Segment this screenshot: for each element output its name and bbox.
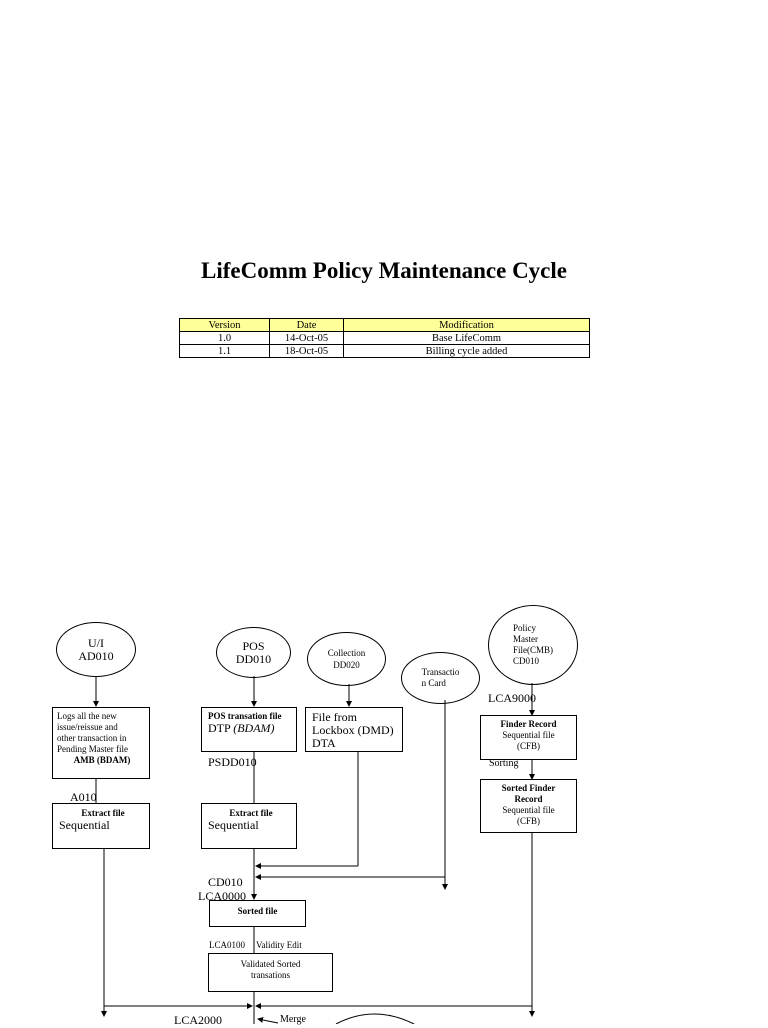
pos-oval: POS DD010 <box>216 627 291 678</box>
box-line: Validated Sorted <box>240 959 301 969</box>
oval-label: U/I <box>88 635 104 650</box>
oval-label: File(CMB) <box>512 645 553 655</box>
oval-label: DD010 <box>235 651 272 666</box>
lca0100-label: LCA0100 <box>209 940 245 950</box>
box-line: Sequential <box>208 818 259 832</box>
table-row: 1.1 18-Oct-05 Billing cycle added <box>179 344 590 358</box>
lca9000-label: LCA9000 <box>488 691 536 705</box>
lockbox-file-box: File from Lockbox (DMD) DTA <box>305 707 403 752</box>
box-line: Extract file <box>229 808 273 818</box>
box-line: Sequential file <box>502 730 555 740</box>
box-line: Logs all the new <box>57 711 117 721</box>
box-line: Extract file <box>81 808 125 818</box>
merge-label: Merge <box>280 1014 306 1025</box>
box-line: Sequential <box>59 818 110 832</box>
box-line: other transaction in <box>57 733 127 743</box>
collection-oval: Collection DD020 <box>307 632 386 686</box>
oval-label: n Card <box>421 678 446 688</box>
box-line: Sorted file <box>237 906 278 916</box>
cd010-label: CD010 <box>208 875 243 889</box>
box-line: Pending Master file <box>57 744 128 754</box>
sorted-file-box: Sorted file <box>209 900 306 927</box>
box-line: DTA <box>312 736 336 750</box>
policy-master-oval: Policy Master File(CMB) CD010 <box>488 605 578 685</box>
column-header-date: Date <box>269 318 344 332</box>
validated-sorted-box: Validated Sorted transations <box>208 953 333 992</box>
oval-label: Master <box>512 634 538 644</box>
oval-label: POS <box>242 638 265 653</box>
lca2000-label: LCA2000 <box>174 1013 222 1027</box>
transaction-card-oval: Transactio n Card <box>401 652 480 704</box>
box-line: POS transation file <box>208 711 282 721</box>
sorted-finder-record-box: Sorted Finder Record Sequential file (CF… <box>480 779 577 833</box>
sorting-label: Sorting <box>489 758 519 769</box>
table-cell: 18-Oct-05 <box>269 344 344 358</box>
pos-transaction-file-box: POS transation file DTP (BDAM) <box>201 707 297 752</box>
table-cell: Billing cycle added <box>343 344 590 358</box>
box-line: transations <box>251 970 290 980</box>
box-line: Lockbox (DMD) <box>312 723 394 737</box>
lca0000-label: LCA0000 <box>198 889 246 903</box>
box-line: Record <box>514 794 543 804</box>
oval-label: CD010 <box>512 656 539 666</box>
a010-label: A010 <box>70 790 97 804</box>
box-line: (CFB) <box>516 741 540 751</box>
revision-table-header: Version Date Modification <box>179 318 590 332</box>
psdd010-label: PSDD010 <box>208 755 257 769</box>
oval-label: Policy <box>512 623 536 633</box>
box-line: issue/reissue and <box>57 722 118 732</box>
extract-file-box-mid: Extract file Sequential <box>201 803 297 849</box>
logs-box: Logs all the new issue/reissue and other… <box>52 707 150 779</box>
box-line: (BDAM) <box>233 721 275 735</box>
box-line: File from <box>312 710 357 724</box>
ui-oval: U/I AD010 <box>56 622 136 677</box>
table-row: 1.0 14-Oct-05 Base LifeComm <box>179 331 590 345</box>
revision-table: Version Date Modification 1.0 14-Oct-05 … <box>179 318 590 358</box>
validity-edit-label: Validity Edit <box>256 940 302 950</box>
box-line: Sequential file <box>502 805 555 815</box>
oval-label: DD020 <box>333 660 360 670</box>
finder-record-box: Finder Record Sequential file (CFB) <box>480 715 577 760</box>
oval-label: Transactio <box>421 667 460 677</box>
document-title: LifeComm Policy Maintenance Cycle <box>201 258 567 283</box>
extract-file-box-left: Extract file Sequential <box>52 803 150 849</box>
column-header-modification: Modification <box>343 318 590 332</box>
box-line: DTP <box>208 721 234 735</box>
oval-label: AD010 <box>78 648 114 663</box>
box-line: (CFB) <box>516 816 540 826</box>
box-line: AMB (BDAM) <box>73 755 131 765</box>
box-line: Finder Record <box>500 719 557 729</box>
oval-label: Collection <box>327 648 366 658</box>
box-line: Sorted Finder <box>501 783 556 793</box>
